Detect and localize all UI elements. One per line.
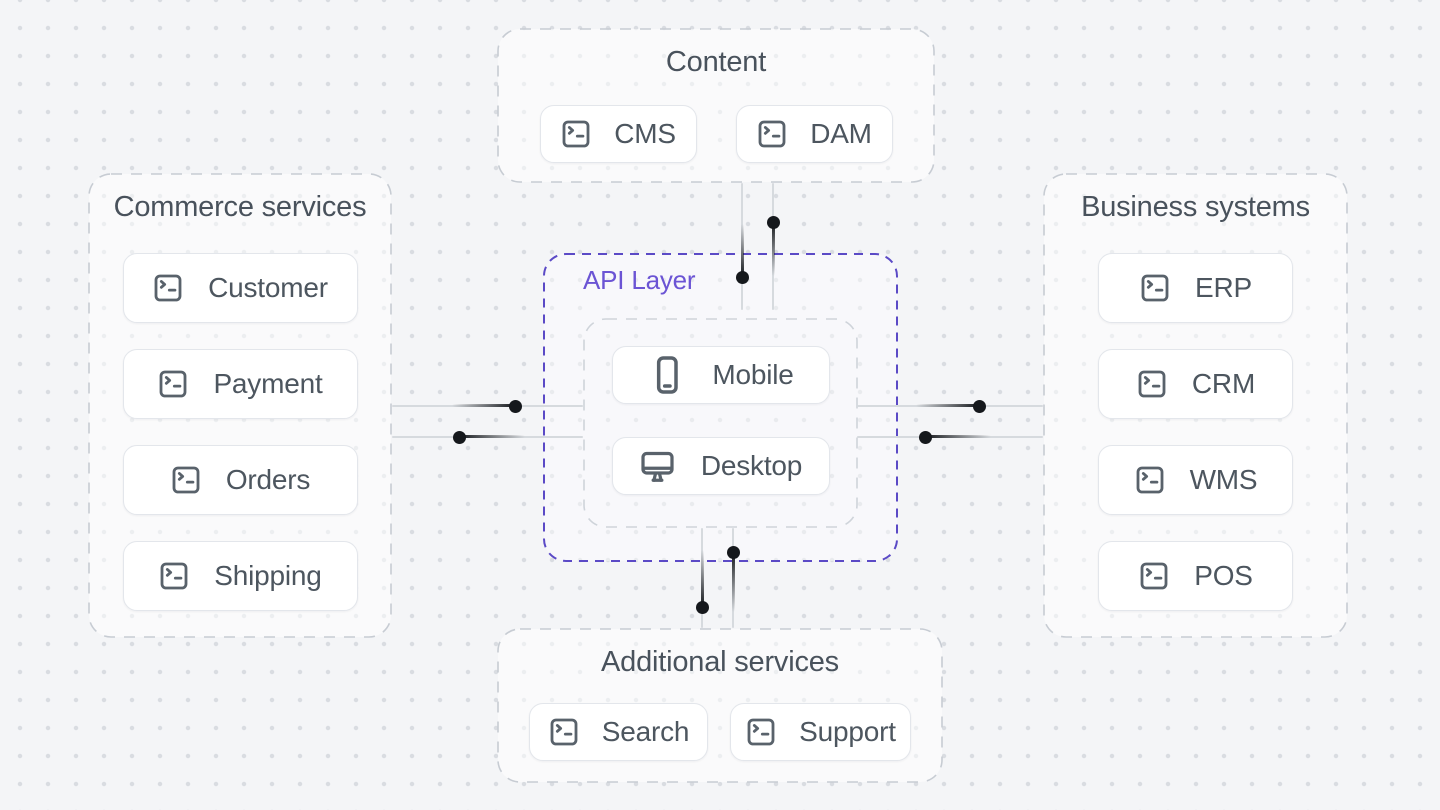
pulse-trail <box>459 435 525 438</box>
node-support: Support <box>730 703 911 761</box>
node-dam: DAM <box>735 105 893 163</box>
pulse-trail <box>925 435 991 438</box>
group-business-systems: Business systems ERP CRM WMS POS <box>1043 173 1348 638</box>
group-title-business-systems: Business systems <box>1081 191 1310 223</box>
group-api-layer: API Layer Mobile Desktop <box>543 253 898 562</box>
group-commerce-services: Commerce services Customer Payment Order… <box>88 173 392 638</box>
pulse-trail <box>452 404 515 407</box>
node-label: Desktop <box>700 450 803 481</box>
pulse-dot <box>735 270 749 284</box>
node-label: WMS <box>1189 464 1258 495</box>
node-label: CMS <box>614 118 676 149</box>
node-search: Search <box>529 703 708 761</box>
node-label: Payment <box>213 368 323 399</box>
node-label: Support <box>799 716 896 747</box>
pulse-dot <box>766 215 780 229</box>
pulse-dot <box>452 430 466 444</box>
node-wms: WMS <box>1098 445 1293 515</box>
square-terminal-icon <box>1134 464 1166 496</box>
pulse-dot <box>972 399 986 413</box>
monitor-icon <box>639 448 676 485</box>
node-payment: Payment <box>122 349 358 419</box>
group-content: Content CMS DAM <box>497 28 935 183</box>
node-orders: Orders <box>122 445 358 515</box>
node-shipping: Shipping <box>122 541 358 611</box>
pulse-dot <box>695 600 709 614</box>
node-crm: CRM <box>1098 349 1293 419</box>
pulse-dot <box>508 399 522 413</box>
node-label: Orders <box>225 464 311 495</box>
pulse-dot <box>726 545 740 559</box>
node-label: Customer <box>208 272 328 303</box>
group-title-commerce-services: Commerce services <box>113 191 367 223</box>
node-label: Search <box>601 716 690 747</box>
node-cms: CMS <box>539 105 697 163</box>
pulse-dot <box>918 430 932 444</box>
node-label: Shipping <box>214 560 322 591</box>
pulse-trail <box>740 224 744 277</box>
square-terminal-icon <box>157 368 189 400</box>
pulse-trail <box>916 404 979 407</box>
square-terminal-icon <box>756 118 788 150</box>
api-clients-box: Mobile Desktop <box>583 318 858 528</box>
node-desktop: Desktop <box>611 437 830 495</box>
square-terminal-icon <box>158 560 190 592</box>
pulse-trail <box>700 550 704 607</box>
node-mobile: Mobile <box>611 346 830 404</box>
group-title-api-layer: API Layer <box>583 265 696 295</box>
node-erp: ERP <box>1098 253 1293 323</box>
node-label: POS <box>1194 560 1253 591</box>
square-terminal-icon <box>560 118 592 150</box>
node-label: CRM <box>1191 368 1256 399</box>
node-label: ERP <box>1195 272 1252 303</box>
group-additional-services: Additional services Search Support <box>497 628 943 783</box>
square-terminal-icon <box>745 716 777 748</box>
square-terminal-icon <box>548 716 580 748</box>
square-terminal-icon <box>170 464 202 496</box>
node-pos: POS <box>1098 541 1293 611</box>
group-title-additional-services: Additional services <box>601 646 839 678</box>
square-terminal-icon <box>1138 560 1170 592</box>
pulse-trail <box>771 222 775 276</box>
node-customer: Customer <box>122 253 358 323</box>
square-terminal-icon <box>1139 272 1171 304</box>
node-label: DAM <box>810 118 872 149</box>
square-terminal-icon <box>1136 368 1168 400</box>
smartphone-icon <box>647 355 687 395</box>
square-terminal-icon <box>152 272 184 304</box>
pulse-trail <box>731 552 735 612</box>
group-title-content: Content <box>665 46 767 78</box>
node-label: Mobile <box>712 359 794 390</box>
